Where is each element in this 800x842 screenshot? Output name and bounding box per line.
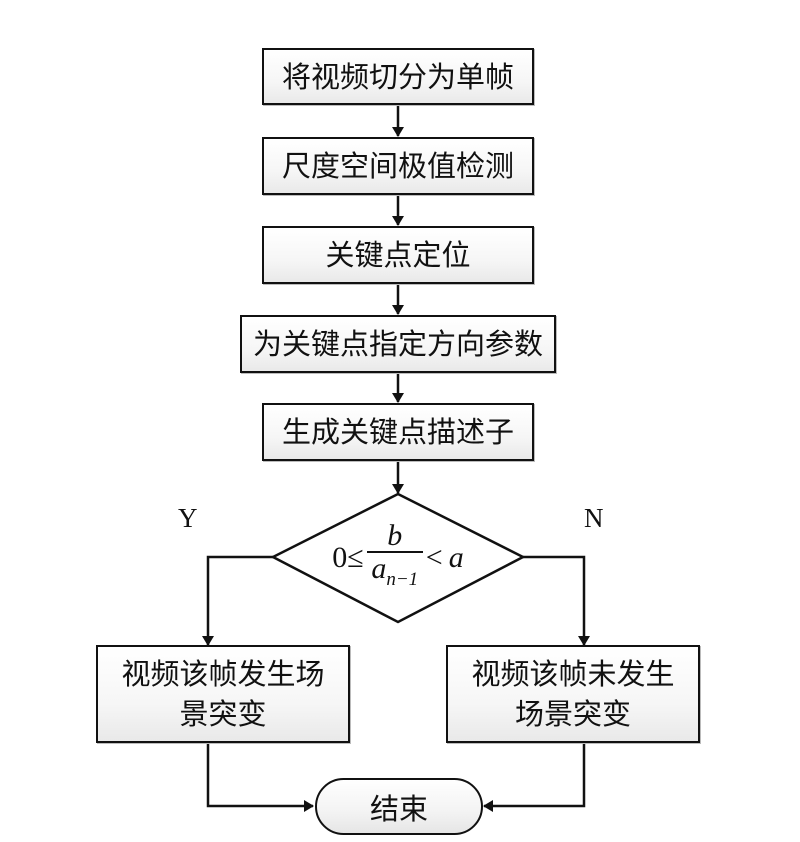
outcome-yes-line1: 视频该帧发生场 (121, 657, 325, 691)
edge-decision-no (523, 555, 590, 646)
step-descriptor-generation: 生成关键点描述子 (262, 403, 534, 461)
fraction-bar (366, 550, 423, 553)
outcome-no-line1: 视频该帧未发生 (471, 657, 675, 691)
denominator-subscript: n−1 (386, 568, 419, 590)
formula-op-lt: < (425, 541, 443, 574)
step-label: 为关键点指定方向参数 (252, 327, 543, 361)
outcome-yes: 视频该帧发生场 景突变 (96, 645, 350, 743)
formula-lhs: 0 (332, 541, 348, 574)
step-label: 尺度空间极值检测 (281, 149, 514, 183)
formula-rhs: a (448, 541, 464, 574)
edge-decision-yes (202, 555, 273, 646)
step-label: 生成关键点描述子 (281, 415, 514, 449)
formula-op-leq: ≤ (347, 541, 364, 574)
edge-no-to-end (483, 742, 586, 812)
edge-yes-to-end (206, 742, 314, 812)
formula-fraction: b an−1 (366, 518, 423, 596)
no-label: N (584, 503, 604, 533)
decision-condition: 0 ≤ b an−1 < a (318, 518, 478, 596)
outcome-yes-line2: 景突变 (179, 697, 267, 731)
decision-diamond (270, 492, 526, 624)
outcome-no-line2: 场景突变 (514, 697, 631, 731)
step-scale-space-extrema: 尺度空间极值检测 (262, 137, 534, 195)
end-label: 结束 (369, 791, 428, 826)
end-terminator: 结束 (315, 778, 483, 835)
formula-denominator: an−1 (371, 551, 419, 596)
yes-label: Y (178, 503, 198, 533)
step-split-frames: 将视频切分为单帧 (262, 48, 534, 105)
step-label: 将视频切分为单帧 (281, 59, 514, 94)
denominator-base: a (371, 551, 387, 585)
step-keypoint-localization: 关键点定位 (262, 226, 534, 284)
step-orientation-assignment: 为关键点指定方向参数 (240, 315, 556, 373)
step-label: 关键点定位 (325, 238, 471, 272)
outcome-no: 视频该帧未发生 场景突变 (446, 645, 700, 743)
formula-numerator: b (387, 518, 403, 552)
